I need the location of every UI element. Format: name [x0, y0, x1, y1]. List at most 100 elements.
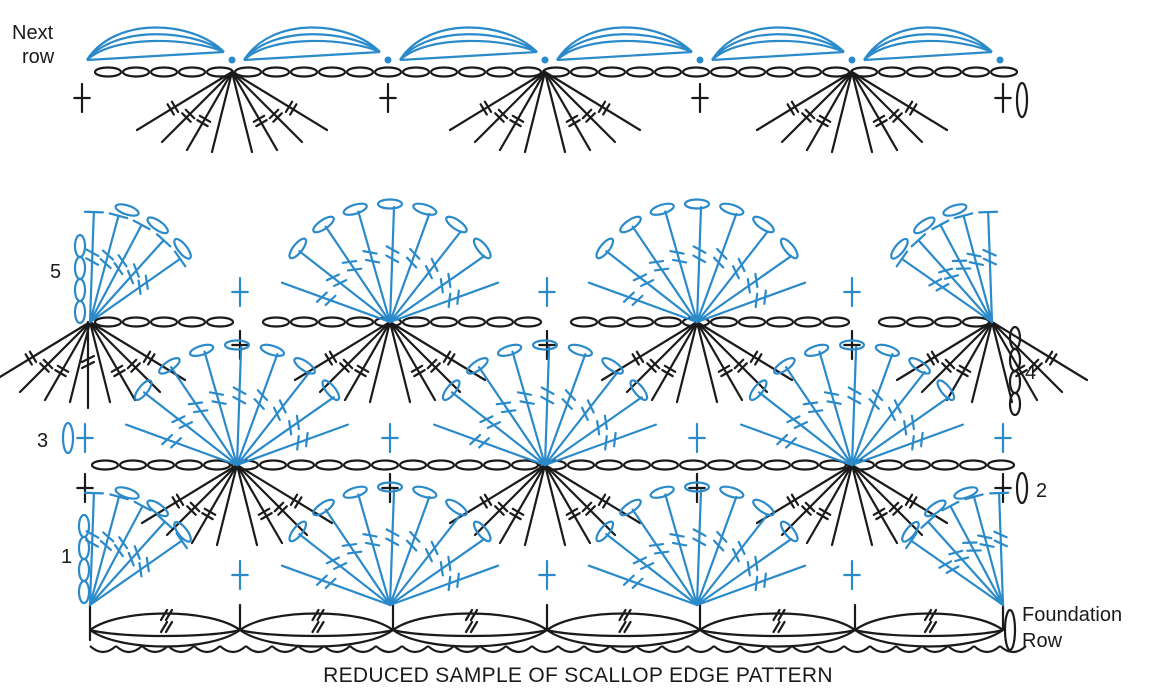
- stitch-bar: [756, 577, 758, 590]
- stitch-bar: [788, 104, 794, 114]
- stitch-bar: [804, 403, 817, 405]
- chain-stitch-icon: [708, 461, 734, 470]
- row-5-label: 5: [50, 261, 61, 283]
- foundation-stitch-arc: [700, 630, 855, 636]
- stitch-bar: [177, 495, 183, 505]
- foundation-stitch-arc: [240, 614, 393, 631]
- stitch-bar: [906, 495, 912, 505]
- stitch-bar: [444, 352, 450, 362]
- chain-stitch-icon: [428, 461, 454, 470]
- chain-stitch-icon: [342, 484, 368, 500]
- chain-stitch-icon: [412, 201, 438, 217]
- stitch-bar: [291, 495, 297, 505]
- stitch-cap: [85, 493, 103, 494]
- chain-stitch-icon: [719, 201, 745, 217]
- stitch-bar: [717, 249, 726, 259]
- stitch-bar: [317, 293, 327, 302]
- foundation-stitch-arc: [855, 630, 1003, 636]
- chain-stitch-icon: [402, 646, 428, 652]
- chain-stitch-icon: [988, 461, 1014, 470]
- treble-crochet-icon: [90, 493, 94, 605]
- treble-crochet-icon: [512, 352, 545, 465]
- stitch-bar: [258, 390, 267, 400]
- stitch-bar: [1050, 354, 1056, 364]
- chain-stitch-icon: [736, 461, 762, 470]
- stitch-bar: [904, 421, 906, 434]
- treble-crochet-icon: [479, 367, 545, 465]
- chain-stitch-icon: [599, 318, 625, 327]
- treble-crochet-icon: [326, 227, 390, 322]
- treble-crochet-icon: [142, 465, 237, 523]
- treble-crochet-icon: [972, 322, 992, 402]
- stitch-bar: [673, 260, 686, 262]
- stitch-bar: [286, 102, 292, 112]
- stitch-bar: [755, 557, 757, 570]
- chain-stitch-icon: [795, 68, 821, 77]
- chain-stitch-icon: [179, 318, 205, 327]
- stitch-bar: [655, 552, 668, 554]
- chain-stitch-icon: [176, 461, 202, 470]
- chain-stitch-icon: [506, 646, 532, 652]
- chain-stitch-icon: [683, 68, 709, 77]
- stitch-bar: [485, 102, 491, 112]
- stitch-bar: [326, 354, 332, 364]
- stitch-bar: [605, 436, 607, 449]
- stitch-bar: [978, 535, 991, 538]
- stitch-bar: [825, 392, 838, 394]
- chain-stitch-icon: [571, 318, 597, 327]
- chain-stitch-icon: [599, 68, 625, 77]
- chain-stitch-icon: [876, 461, 902, 470]
- chain-stitch-icon: [79, 559, 89, 581]
- chain-stitch-icon: [618, 214, 643, 235]
- stitch-bar: [518, 392, 531, 394]
- chain-stitch-icon: [375, 68, 401, 77]
- treble-crochet-icon: [545, 72, 640, 130]
- treble-crochet-icon: [697, 497, 736, 605]
- diagram-caption: REDUCED SAMPLE OF SCALLOP EDGE PATTERN: [0, 664, 1156, 688]
- stitch-bar: [670, 534, 683, 536]
- stitch-bar: [764, 574, 766, 587]
- treble-crochet-icon: [852, 72, 872, 152]
- chain-stitch-icon: [823, 318, 849, 327]
- treble-crochet-icon: [232, 72, 327, 130]
- stitch-bar: [873, 390, 882, 400]
- chain-stitch-icon: [875, 342, 901, 358]
- treble-crochet-icon: [237, 397, 334, 465]
- chain-stitch-icon: [179, 68, 205, 77]
- treble-crochet-icon: [852, 347, 856, 465]
- chain-stitch-icon: [711, 318, 737, 327]
- treble-crochet-icon: [545, 354, 585, 465]
- stitch-bar: [162, 435, 172, 444]
- chain-stitch-icon: [444, 214, 469, 235]
- chain-stitch-icon: [189, 342, 215, 358]
- treble-crochet-icon: [390, 214, 429, 322]
- chain-stitch-icon: [400, 461, 426, 470]
- chain-stitch-icon: [428, 646, 454, 652]
- stitch-bar: [139, 281, 141, 294]
- stitch-bar: [171, 438, 181, 447]
- stitch-bar: [497, 403, 510, 405]
- treble-crochet-icon: [999, 493, 1003, 605]
- treble-crochet-icon: [545, 72, 565, 152]
- stitch-bar: [748, 279, 750, 292]
- chain-stitch-icon: [932, 461, 958, 470]
- chain-stitch-icon: [649, 201, 675, 217]
- stitch-bar: [148, 354, 154, 364]
- chain-stitch-icon: [963, 68, 989, 77]
- chain-stitch-icon: [719, 484, 745, 500]
- chain-stitch-icon: [79, 581, 89, 603]
- chain-stitch-icon: [172, 237, 194, 261]
- stitch-bar: [481, 497, 487, 507]
- stitch-bar: [194, 410, 207, 412]
- treble-crochet-icon: [137, 72, 232, 130]
- chain-stitch-icon: [465, 355, 490, 376]
- chain-stitch-icon: [739, 68, 765, 77]
- chain-stitch-icon: [907, 318, 933, 327]
- chain-stitch-icon: [260, 461, 286, 470]
- chain-stitch-icon: [680, 461, 706, 470]
- stitch-bar: [751, 352, 757, 362]
- stitch-bar: [655, 269, 668, 271]
- treble-crochet-icon: [589, 566, 697, 605]
- stitch-bar: [755, 274, 757, 287]
